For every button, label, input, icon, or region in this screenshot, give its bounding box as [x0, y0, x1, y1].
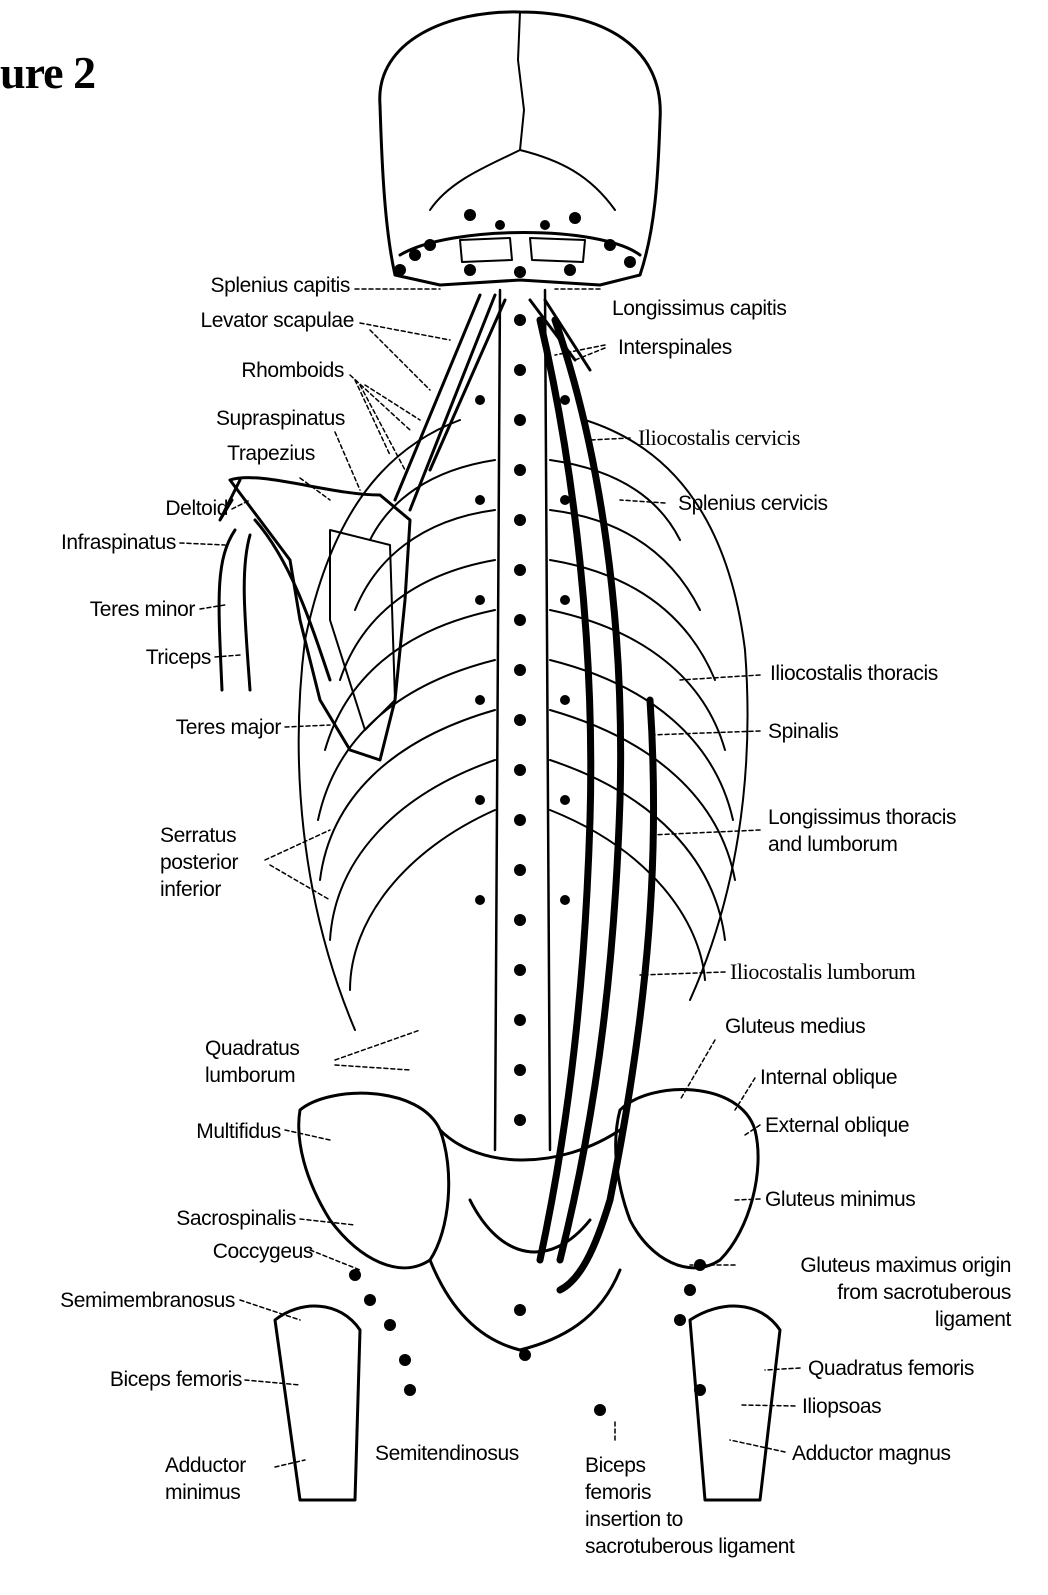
label-splenius-cervicis: Splenius cervicis	[678, 490, 828, 517]
label-trapezius: Trapezius	[227, 440, 315, 467]
label-gluteus-maximus-origin: Gluteus maximus origin from sacrotuberou…	[800, 1252, 1011, 1333]
label-longissimus-thoracis-lumborum: Longissimus thoracis and lumborum	[768, 804, 956, 858]
label-rhomboids: Rhomboids	[241, 357, 344, 384]
label-quadratus-lumborum-line1: Quadratus	[205, 1035, 299, 1062]
pelvis	[299, 1090, 758, 1350]
label-supraspinatus: Supraspinatus	[216, 405, 345, 432]
label-gluteus-minimus: Gluteus minimus	[765, 1186, 915, 1213]
label-serratus-line2: posterior	[160, 849, 238, 876]
label-adductor-minimus-line2: minimus	[165, 1479, 246, 1506]
label-biceps-insertion-line4: sacrotuberous ligament	[585, 1533, 795, 1560]
label-adductor-minimus: Adductor minimus	[165, 1452, 246, 1506]
label-external-oblique: External oblique	[765, 1112, 909, 1139]
label-gluteus-maximus-line3: ligament	[800, 1306, 1011, 1333]
label-iliocostalis-thoracis: Iliocostalis thoracis	[770, 660, 938, 687]
label-longissimus-capitis: Longissimus capitis	[612, 295, 786, 322]
label-gluteus-maximus-line1: Gluteus maximus origin	[800, 1252, 1011, 1279]
label-iliocostalis-cervicis: Iliocostalis cervicis	[638, 424, 800, 451]
skull	[380, 12, 661, 285]
skull-muscle-dots	[394, 209, 636, 278]
label-semitendinosus: Semitendinosus	[375, 1440, 519, 1467]
label-adductor-magnus: Adductor magnus	[792, 1440, 951, 1467]
label-serratus-posterior-inferior: Serratus posterior inferior	[160, 822, 238, 903]
label-quadratus-femoris: Quadratus femoris	[808, 1355, 974, 1382]
label-iliocostalis-lumborum: Iliocostalis lumborum	[730, 958, 915, 985]
label-sacrospinalis: Sacrospinalis	[176, 1205, 296, 1232]
label-biceps-femoris: Biceps femoris	[110, 1366, 242, 1393]
label-quadratus-lumborum-line2: lumborum	[205, 1062, 299, 1089]
label-serratus-line1: Serratus	[160, 822, 238, 849]
label-iliopsoas: Iliopsoas	[802, 1393, 881, 1420]
label-levator-scapulae: Levator scapulae	[200, 307, 354, 334]
label-multifidus: Multifidus	[196, 1118, 281, 1145]
label-teres-major: Teres major	[176, 714, 281, 741]
label-biceps-insertion-line2: femoris	[585, 1479, 795, 1506]
label-deltoid: Deltoid	[165, 495, 228, 522]
label-coccygeus: Coccygeus	[213, 1238, 313, 1265]
label-triceps: Triceps	[146, 644, 211, 671]
label-spinalis: Spinalis	[768, 718, 838, 745]
label-biceps-insertion-line3: insertion to	[585, 1506, 795, 1533]
label-infraspinatus: Infraspinatus	[61, 529, 176, 556]
label-semimembranosus: Semimembranosus	[60, 1287, 235, 1314]
label-splenius-capitis: Splenius capitis	[210, 272, 350, 299]
vertebra-dots	[475, 314, 570, 1126]
label-biceps-insertion-line1: Biceps	[585, 1452, 795, 1479]
label-longissimus-tl-line1: Longissimus thoracis	[768, 804, 956, 831]
label-adductor-minimus-line1: Adductor	[165, 1452, 246, 1479]
label-biceps-femoris-insertion: Biceps femoris insertion to sacrotuberou…	[585, 1452, 795, 1560]
label-longissimus-tl-line2: and lumborum	[768, 831, 956, 858]
label-serratus-line3: inferior	[160, 876, 238, 903]
label-quadratus-lumborum: Quadratus lumborum	[205, 1035, 299, 1089]
label-gluteus-maximus-line2: from sacrotuberous	[800, 1279, 1011, 1306]
label-gluteus-medius: Gluteus medius	[725, 1013, 865, 1040]
label-teres-minor: Teres minor	[90, 596, 195, 623]
label-internal-oblique: Internal oblique	[760, 1064, 897, 1091]
pelvis-dots	[349, 1259, 706, 1416]
label-interspinales: Interspinales	[618, 334, 732, 361]
